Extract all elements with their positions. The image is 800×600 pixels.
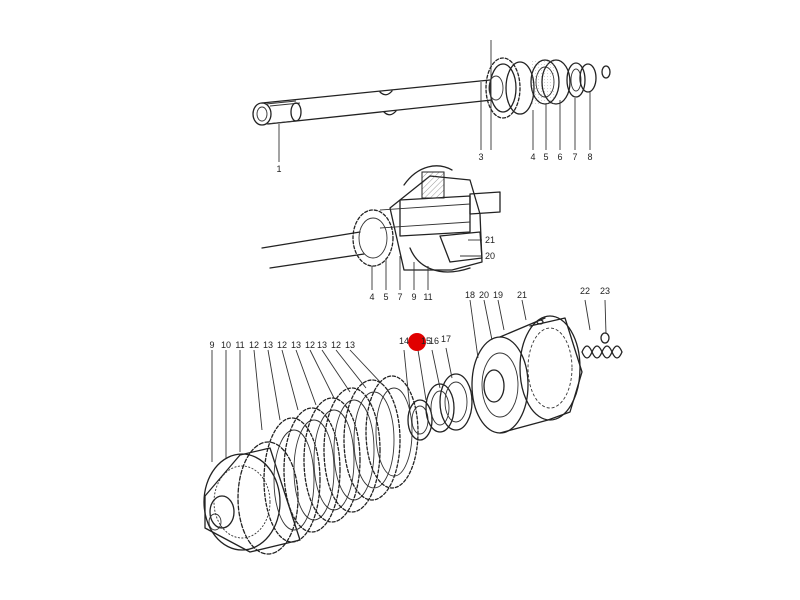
clutch-plates xyxy=(263,375,419,543)
part-callout: 7 xyxy=(572,152,577,162)
part-callout: 4 xyxy=(369,292,374,302)
sectional-assembly xyxy=(261,165,501,290)
part-callout: 9 xyxy=(411,292,416,302)
input-shaft xyxy=(252,79,493,126)
part-callout: 11 xyxy=(235,340,244,350)
part-callout: 13 xyxy=(263,340,273,350)
clutch-housing xyxy=(519,315,583,421)
part-callout: 10 xyxy=(221,340,231,350)
part-callout: 14 xyxy=(399,336,409,346)
shaft-bearing xyxy=(530,59,571,105)
clutch-piston xyxy=(471,317,549,434)
part-callout: 4 xyxy=(530,152,535,162)
shaft-gear xyxy=(485,57,535,119)
part-callout: 1 xyxy=(276,164,281,174)
part-callout: 17 xyxy=(441,334,451,344)
part-callout: 12 xyxy=(305,340,315,350)
part-callout: 6 xyxy=(557,152,562,162)
snap-rings xyxy=(407,373,473,441)
shaft-rings xyxy=(566,62,611,98)
part-callout: 12 xyxy=(331,340,341,350)
part-callout: 23 xyxy=(600,286,610,296)
part-callout: 12 xyxy=(249,340,259,350)
part-callout: 11 xyxy=(423,292,432,302)
part-callout: 3 xyxy=(478,152,483,162)
part-callout: 22 xyxy=(580,286,590,296)
part-callout: 8 xyxy=(587,152,592,162)
part-callout: 15 xyxy=(421,336,431,346)
part-callout: 18 xyxy=(465,290,475,300)
return-spring xyxy=(581,332,623,359)
part-callout: 7 xyxy=(397,292,402,302)
part-callout: 20 xyxy=(485,251,495,261)
shaft-leaders xyxy=(278,40,591,162)
part-callout: 5 xyxy=(543,152,548,162)
part-callout: 9 xyxy=(209,340,214,350)
clutch-pack xyxy=(203,299,623,555)
part-callout: 12 xyxy=(277,340,287,350)
highlight-marker[interactable] xyxy=(408,333,426,351)
part-callout: 21 xyxy=(517,290,527,300)
part-callout: 13 xyxy=(291,340,301,350)
clutch-hub xyxy=(203,441,301,555)
part-callout: 16 xyxy=(429,336,439,346)
shaft-assembly xyxy=(252,40,611,162)
part-callout: 20 xyxy=(479,290,489,300)
part-callout: 13 xyxy=(345,340,355,350)
part-callout: 21 xyxy=(485,235,495,245)
part-callout: 19 xyxy=(493,290,503,300)
part-callout: 5 xyxy=(383,292,388,302)
part-callout: 13 xyxy=(317,340,327,350)
clutch-leaders xyxy=(211,299,607,462)
